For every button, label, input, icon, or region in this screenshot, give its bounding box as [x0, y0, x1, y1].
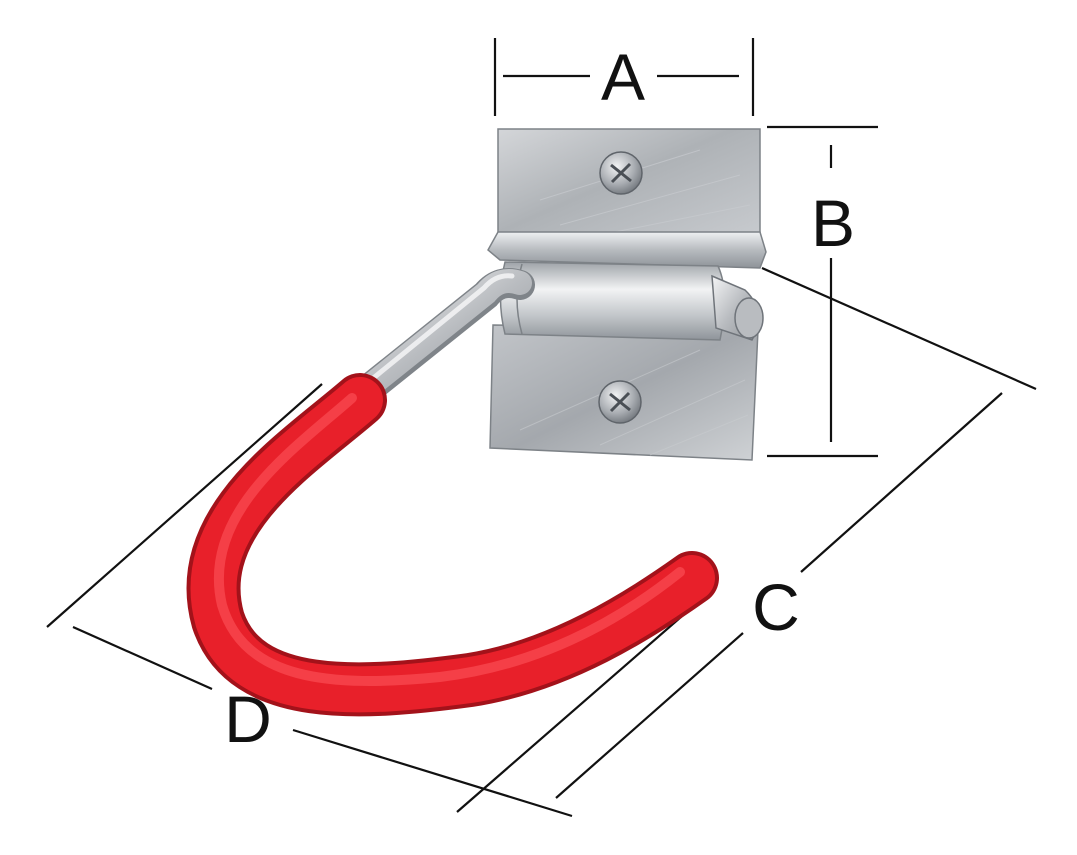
red-grip [186, 373, 719, 717]
dimension-a: A [493, 38, 755, 116]
upper-flange [487, 231, 767, 269]
hinge-pin-end [734, 297, 764, 339]
dimension-c: C [456, 266, 1037, 813]
dimension-c-upper-arm [800, 392, 1003, 573]
dimension-c-bottom-extension [456, 589, 713, 813]
dimension-d-lower-arm [292, 728, 573, 818]
hook-rod-metal [348, 269, 532, 406]
dimension-a-label: A [601, 40, 645, 114]
bracket [487, 128, 767, 461]
upper-screw-icon [599, 151, 643, 195]
lower-screw-icon [598, 380, 642, 424]
dimension-c-label: C [752, 570, 800, 644]
dimension-b: B [767, 125, 878, 458]
dimension-d-left-extension [46, 383, 323, 628]
hook-rod-highlight [363, 273, 515, 387]
red-grip-highlight [213, 393, 685, 686]
dimension-c-top-extension [761, 266, 1037, 391]
dimension-d-upper-arm [72, 625, 213, 691]
hinge-barrel [499, 261, 726, 341]
dimension-b-label: B [811, 186, 855, 260]
dimension-c-lower-arm [555, 632, 744, 799]
hook-rod [345, 268, 535, 411]
